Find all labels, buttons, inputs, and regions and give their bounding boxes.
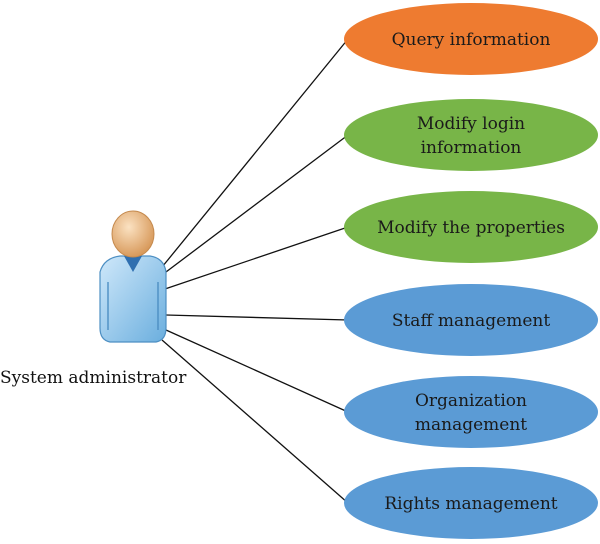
use-case-label-line: information <box>421 138 522 158</box>
actor-label: System administrator <box>0 368 187 388</box>
association-line <box>161 226 349 291</box>
use-case-label-line: Query information <box>392 30 551 50</box>
use-case-modify-the-properties: Modify the properties <box>344 191 598 263</box>
use-case-rights-management: Rights management <box>344 467 598 539</box>
use-case-label: Modify login information <box>417 114 525 158</box>
use-case-modify-login-information: Modify login information <box>344 99 598 171</box>
association-lines <box>157 38 349 504</box>
use-case-label-line: Rights management <box>384 494 557 514</box>
actor-head <box>111 210 155 258</box>
use-case-ellipse <box>344 191 598 263</box>
use-case-ellipse <box>344 467 598 539</box>
use-case-label: Rights management <box>384 494 557 514</box>
use-case-ellipse <box>344 99 598 171</box>
use-case-label-line: Staff management <box>392 311 551 331</box>
use-case-label: Modify the properties <box>377 218 565 238</box>
use-case-label: Staff management <box>392 311 551 331</box>
actor-collar <box>124 256 142 272</box>
use-case-ellipse <box>344 3 598 75</box>
use-case-query-information: Query information <box>344 3 598 75</box>
association-line <box>165 329 349 413</box>
association-line <box>157 38 349 273</box>
use-case-ellipse <box>344 284 598 356</box>
association-line <box>165 314 349 321</box>
actor-body <box>99 255 167 343</box>
use-case-label-line: management <box>415 415 527 435</box>
use-case-label-line: Modify the properties <box>377 218 565 238</box>
use-case-label: Query information <box>392 30 551 50</box>
use-case-label-line: Modify login <box>417 114 525 134</box>
use-case-label-line: Organization <box>415 391 527 411</box>
use-case-label: Organization management <box>415 391 527 435</box>
association-line <box>157 134 349 279</box>
use-case-ellipse <box>344 376 598 448</box>
user-icon <box>99 210 167 343</box>
association-line <box>161 339 349 504</box>
use-case-staff-management: Staff management <box>344 284 598 356</box>
actor: System administrator <box>0 210 187 388</box>
use-case-organization-management: Organization management <box>344 376 598 448</box>
